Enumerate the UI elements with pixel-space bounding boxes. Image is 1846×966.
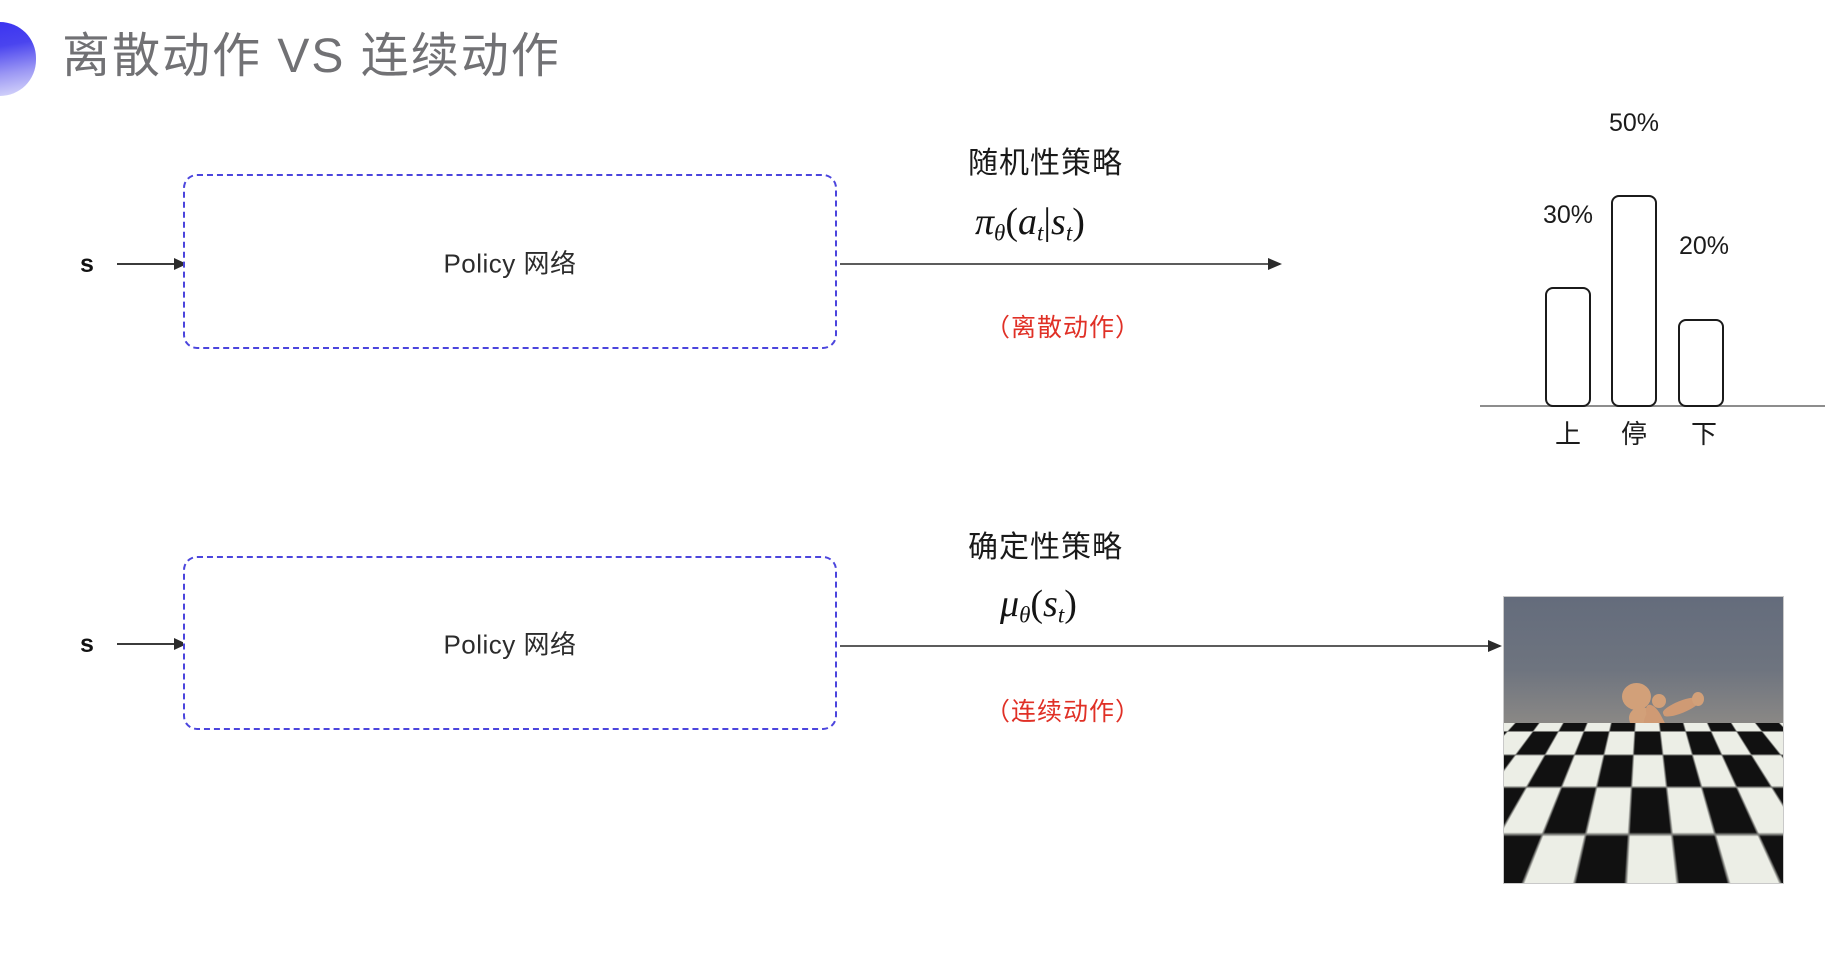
formula-cond-sub-discrete: t: [1065, 220, 1073, 246]
humanoid-simulation-image: [1503, 596, 1784, 884]
bar-value-up: 30%: [1542, 201, 1594, 229]
action-note-continuous: （连续动作）: [985, 698, 1142, 726]
bar-down: [1678, 319, 1724, 407]
bar-value-down: 20%: [1678, 232, 1730, 260]
formula-close-paren-continuous: ): [1064, 583, 1077, 625]
formula-arg-sub-continuous: t: [1057, 602, 1065, 628]
action-note-discrete: （离散动作）: [985, 314, 1142, 342]
formula-fn-discrete: π: [975, 201, 995, 243]
policy-network-box-discrete[interactable]: Policy 网络: [183, 174, 837, 349]
formula-open-paren-discrete: (: [1005, 201, 1019, 243]
input-arrow-discrete: [117, 258, 187, 270]
formula-theta-discrete: θ: [994, 220, 1006, 246]
humanoid-figure: [1504, 597, 1783, 883]
bar-value-stop: 50%: [1608, 109, 1660, 137]
formula-open-paren-continuous: (: [1030, 583, 1044, 625]
bar-category-down: 下: [1690, 419, 1717, 449]
formula-fn-continuous: μ: [1000, 583, 1020, 625]
formula-bar-discrete: |: [1043, 201, 1052, 243]
formula-cond-discrete: s: [1051, 201, 1066, 243]
output-arrow-continuous: [840, 640, 1502, 651]
policy-formula-continuous: μθ(st): [1000, 582, 1077, 628]
policy-type-name-continuous: 确定性策略: [968, 531, 1123, 564]
discrete-action-bar-chart: 30% 上 50% 停 20% 下: [1480, 95, 1846, 465]
policy-type-name-discrete: 随机性策略: [968, 147, 1123, 180]
policy-formula-discrete: πθ(at|st): [975, 200, 1085, 246]
input-state-label-continuous: s: [80, 630, 94, 658]
bar-up: [1545, 287, 1591, 407]
formula-close-paren-discrete: ): [1072, 201, 1085, 243]
formula-theta-continuous: θ: [1019, 602, 1031, 628]
page-title: 离散动作 VS 连续动作: [62, 30, 561, 83]
input-arrow-continuous: [117, 638, 187, 650]
policy-network-label-continuous: Policy 网络: [443, 629, 577, 660]
bar-category-up: 上: [1554, 419, 1581, 449]
policy-network-box-continuous[interactable]: Policy 网络: [183, 556, 837, 730]
bar-category-stop: 停: [1620, 419, 1647, 449]
policy-network-label-discrete: Policy 网络: [443, 248, 577, 278]
title-decoration-shape: [0, 22, 36, 96]
output-arrow-discrete: [840, 258, 1282, 269]
formula-arg-continuous: s: [1043, 583, 1058, 625]
input-state-label-discrete: s: [80, 250, 94, 278]
formula-arg-discrete: a: [1018, 201, 1038, 243]
formula-arg-sub-discrete: t: [1037, 220, 1044, 246]
bar-stop: [1611, 195, 1657, 407]
